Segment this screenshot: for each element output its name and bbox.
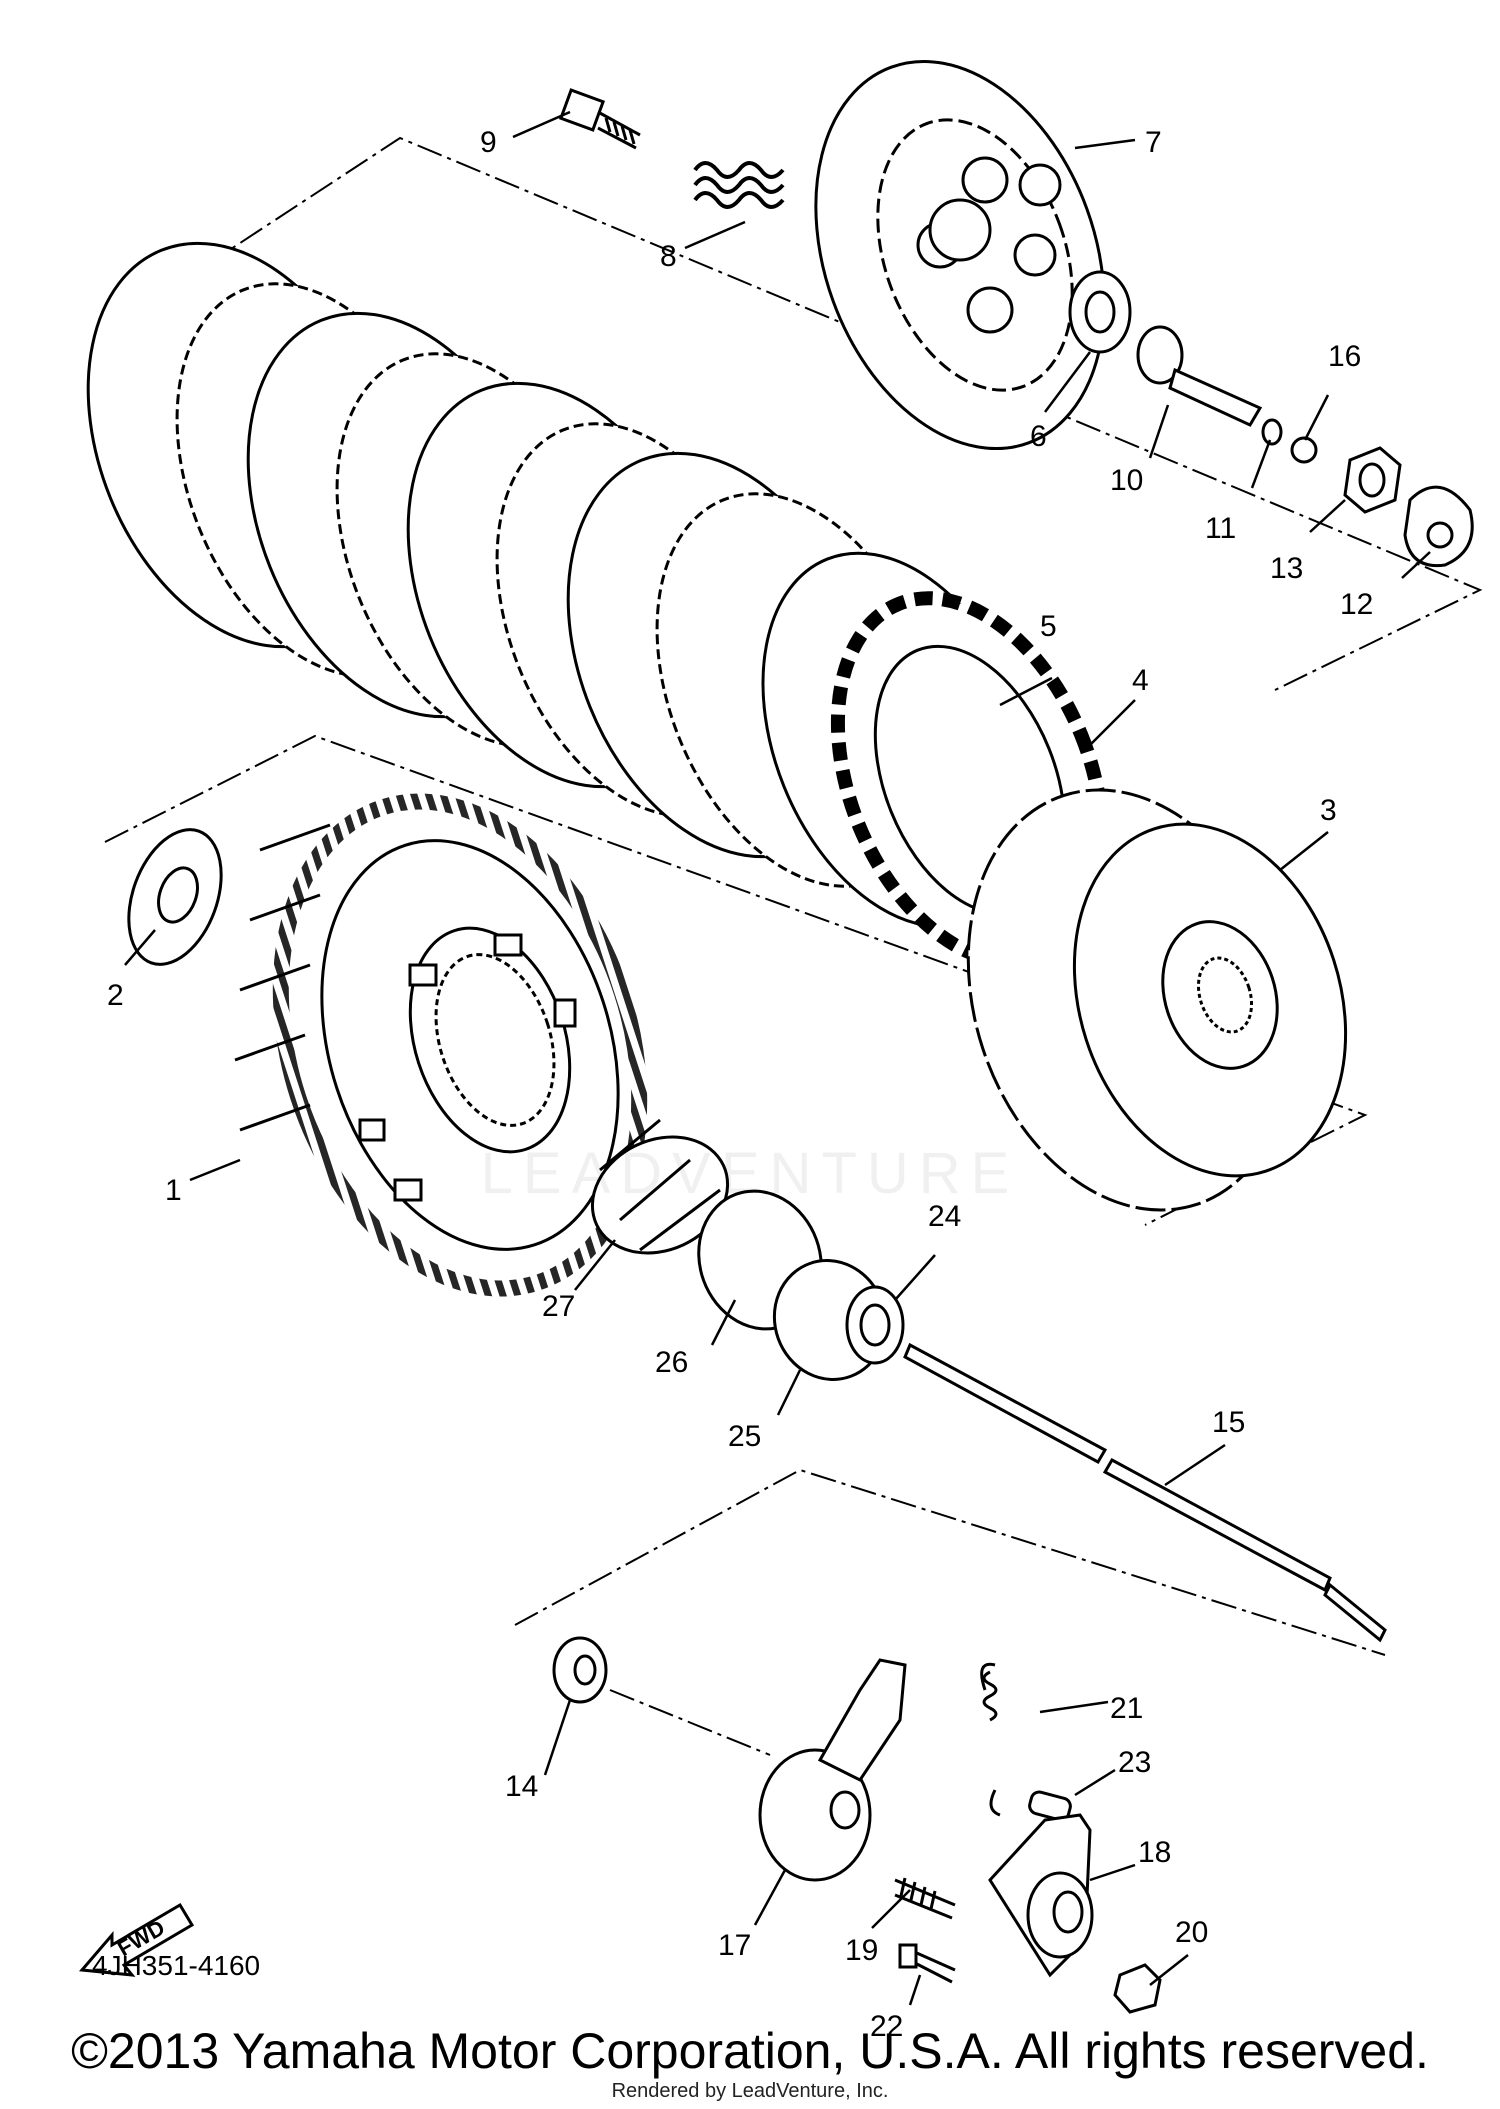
callout-13: 13 [1270,552,1303,585]
callout-23: 23 [1118,1746,1151,1779]
callout-16: 16 [1328,340,1361,373]
bearing-leader-line [609,1689,771,1756]
callout-20: 20 [1175,1916,1208,1949]
part-code: 4JH351-4160 [92,1950,261,1981]
o-ring [1261,418,1283,446]
release-lever-arm [817,1658,907,1782]
copyright-notice: ©2013 Yamaha Motor Corporation, U.S.A. A… [71,2023,1429,2079]
callout-4: 4 [1132,664,1149,697]
callout-22: 22 [870,2010,903,2043]
clutch-housing [234,793,648,1297]
bearing-cage [590,1135,730,1255]
callout-14: 14 [505,1770,538,1803]
callout-7: 7 [1145,126,1162,159]
callout-21: 21 [1110,1692,1143,1725]
callout-24: 24 [928,1200,961,1233]
thrust-washer [127,828,223,966]
callout-27: 27 [542,1290,575,1323]
push-rod [1168,367,1263,427]
long-push-rod [903,1342,1387,1643]
callout-15: 15 [1212,1406,1245,1439]
nut-20 [1113,1963,1162,2014]
ball [1290,436,1318,464]
callout-18: 18 [1138,1836,1171,1869]
callout-25: 25 [728,1420,761,1453]
callout-labels: 1 2 3 4 5 6 7 8 9 10 11 12 13 14 15 16 1… [107,126,1373,2043]
watermark: LEADVENTURE [480,1141,1020,1206]
pressure-plate [814,59,1106,451]
callout-19: 19 [845,1934,878,1967]
callout-17: 17 [718,1929,751,1962]
callout-26: 26 [655,1346,688,1379]
screw-19 [894,1877,956,1920]
callout-11: 11 [1205,512,1236,545]
leader-lines [124,110,1431,2006]
spring [693,161,785,209]
callout-6: 6 [1030,420,1047,453]
callout-3: 3 [1320,794,1337,827]
release-lever-body [758,1748,872,1882]
callout-12: 12 [1340,588,1373,621]
callout-8: 8 [660,240,677,273]
bolt [558,88,641,150]
rendered-by-credit: Rendered by LeadVenture, Inc. [611,2080,889,2102]
release-mechanism [552,1636,1162,2014]
spring-21 [980,1662,1001,1817]
push-rod-head [1136,325,1184,385]
clutch-boss [966,788,1348,1212]
callout-2: 2 [107,979,124,1012]
small-parts-top [1068,270,1474,568]
starter-clutch-parts [590,1118,905,1381]
callout-10: 10 [1110,464,1143,497]
callout-9: 9 [480,126,497,159]
callout-1: 1 [165,1174,182,1207]
pin-23 [1028,1790,1072,1822]
callout-5: 5 [1040,610,1057,643]
release-outline [514,1468,1386,1656]
